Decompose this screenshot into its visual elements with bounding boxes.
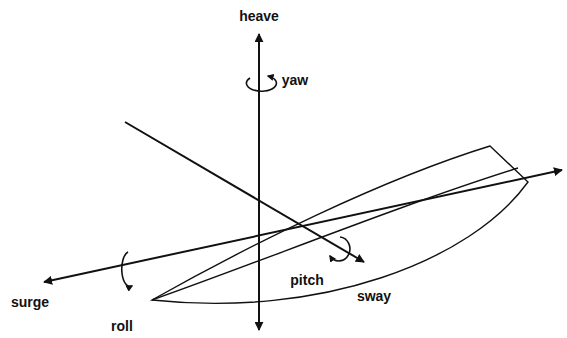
hull <box>152 146 528 303</box>
heave-label: heave <box>239 9 279 23</box>
yaw-label: yaw <box>282 73 308 87</box>
rotation-arrows <box>122 76 350 287</box>
pitch-label: pitch <box>290 273 323 287</box>
surge-label: surge <box>11 295 49 309</box>
axes <box>44 34 562 330</box>
sway-label: sway <box>357 289 391 303</box>
roll-label: roll <box>111 319 133 333</box>
